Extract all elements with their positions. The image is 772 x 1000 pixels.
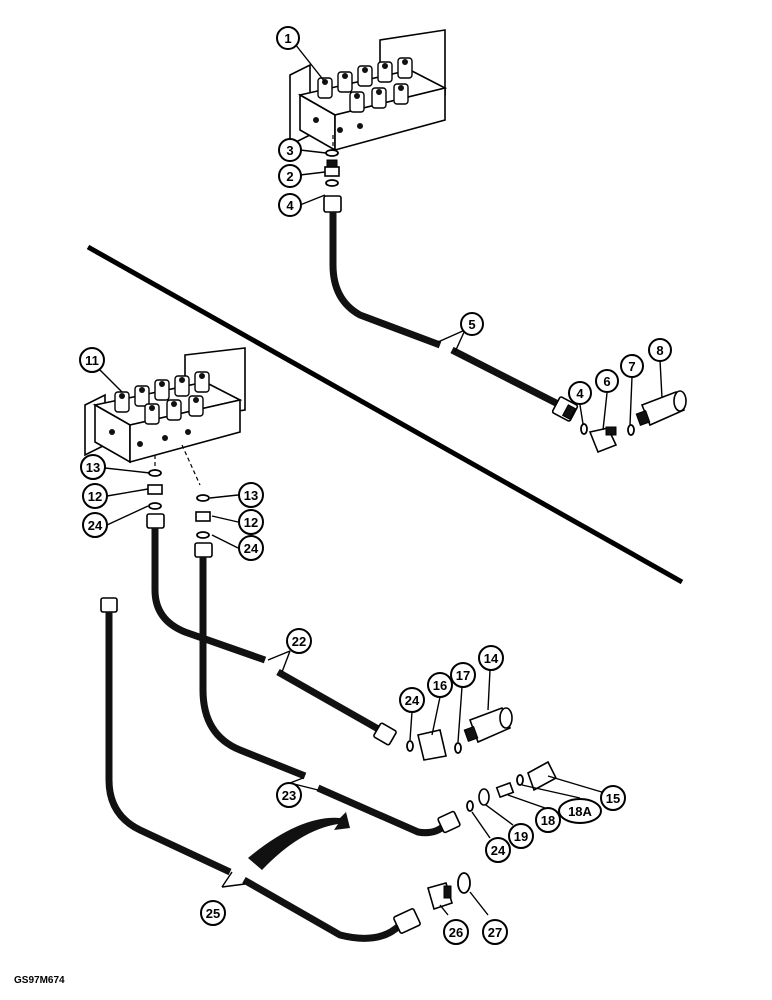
svg-text:14: 14 bbox=[484, 651, 499, 666]
callout-4: 4 bbox=[568, 381, 592, 405]
callout-24: 24 bbox=[399, 687, 425, 713]
svg-text:12: 12 bbox=[244, 515, 258, 530]
callout-2: 2 bbox=[278, 164, 302, 188]
plug-fitting bbox=[427, 882, 453, 911]
svg-text:12: 12 bbox=[88, 489, 102, 504]
svg-text:18A: 18A bbox=[568, 804, 592, 819]
callout-19: 19 bbox=[508, 823, 534, 849]
quick-coupler-lower bbox=[463, 706, 513, 744]
svg-text:27: 27 bbox=[488, 925, 502, 940]
svg-text:11: 11 bbox=[85, 353, 99, 368]
callout-4: 4 bbox=[278, 193, 302, 217]
svg-text:18: 18 bbox=[541, 813, 555, 828]
svg-text:5: 5 bbox=[468, 317, 475, 332]
callout-14: 14 bbox=[478, 645, 504, 671]
callout-24: 24 bbox=[485, 837, 511, 863]
svg-text:13: 13 bbox=[244, 488, 258, 503]
callout-8: 8 bbox=[648, 338, 672, 362]
svg-text:4: 4 bbox=[286, 198, 294, 213]
callout-13: 13 bbox=[238, 482, 264, 508]
callout-12: 12 bbox=[82, 483, 108, 509]
svg-text:16: 16 bbox=[433, 678, 447, 693]
svg-text:13: 13 bbox=[86, 460, 100, 475]
callout-26: 26 bbox=[443, 919, 469, 945]
callout-17: 17 bbox=[450, 662, 476, 688]
callout-24: 24 bbox=[238, 535, 264, 561]
svg-text:3: 3 bbox=[286, 143, 293, 158]
svg-text:7: 7 bbox=[628, 359, 635, 374]
svg-text:24: 24 bbox=[405, 693, 420, 708]
svg-text:26: 26 bbox=[449, 925, 463, 940]
valve-block-upper bbox=[289, 29, 448, 152]
callout-23: 23 bbox=[276, 782, 302, 808]
callout-6: 6 bbox=[595, 369, 619, 393]
callout-7: 7 bbox=[620, 354, 644, 378]
callout-24: 24 bbox=[82, 512, 108, 538]
elbow-fitting-upper bbox=[588, 426, 618, 454]
quick-coupler-upper bbox=[635, 390, 687, 427]
svg-text:15: 15 bbox=[606, 791, 620, 806]
callout-15: 15 bbox=[600, 785, 626, 811]
svg-text:25: 25 bbox=[206, 906, 220, 921]
svg-text:24: 24 bbox=[491, 843, 506, 858]
callout-27: 27 bbox=[482, 919, 508, 945]
svg-text:19: 19 bbox=[514, 829, 528, 844]
callout-16: 16 bbox=[427, 672, 453, 698]
callout-11: 11 bbox=[79, 347, 105, 373]
svg-text:6: 6 bbox=[603, 374, 610, 389]
separator-line bbox=[86, 244, 684, 585]
callout-12: 12 bbox=[238, 509, 264, 535]
svg-text:24: 24 bbox=[88, 518, 103, 533]
callout-1: 1 bbox=[276, 26, 300, 50]
drawing-code: GS97M674 bbox=[14, 975, 65, 986]
svg-text:17: 17 bbox=[456, 668, 470, 683]
valve-block-lower bbox=[84, 347, 246, 464]
adapter-fitting-upper bbox=[324, 159, 340, 177]
svg-text:2: 2 bbox=[286, 169, 293, 184]
svg-text:4: 4 bbox=[576, 386, 584, 401]
svg-text:23: 23 bbox=[282, 788, 296, 803]
svg-text:22: 22 bbox=[292, 634, 306, 649]
svg-text:24: 24 bbox=[244, 541, 259, 556]
callout-25: 25 bbox=[200, 900, 226, 926]
svg-text:8: 8 bbox=[656, 343, 663, 358]
callout-5: 5 bbox=[460, 312, 484, 336]
callout-22: 22 bbox=[286, 628, 312, 654]
callout-18: 18 bbox=[535, 807, 561, 833]
callout-18a: 18A bbox=[558, 798, 602, 824]
direction-arrow bbox=[248, 812, 350, 870]
callout-3: 3 bbox=[278, 138, 302, 162]
svg-text:1: 1 bbox=[284, 31, 291, 46]
callout-13: 13 bbox=[80, 454, 106, 480]
